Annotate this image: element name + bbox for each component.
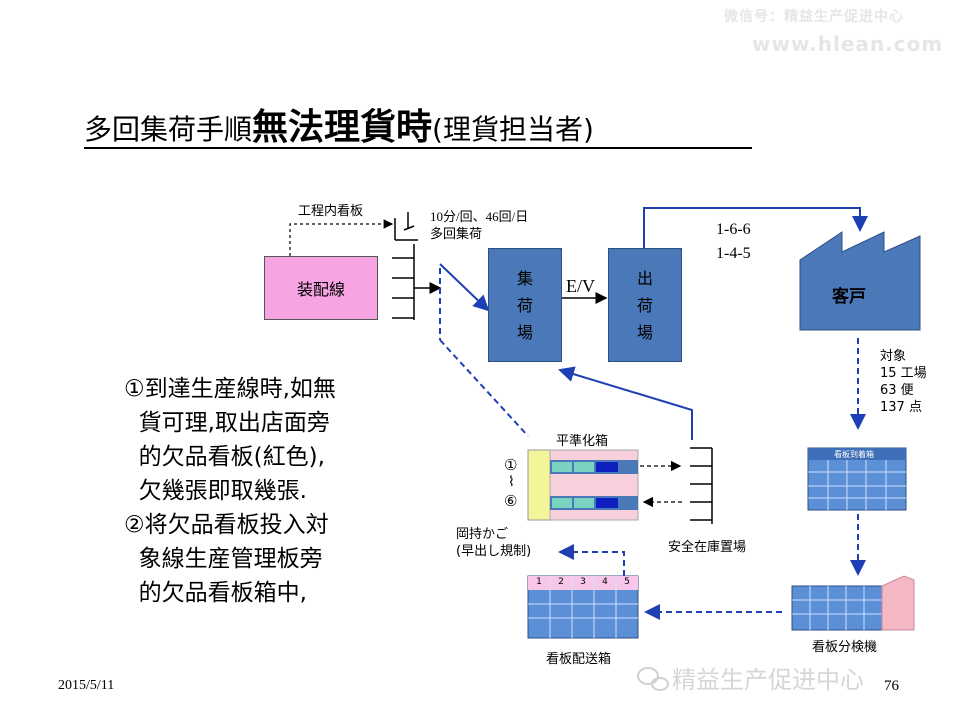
kanban-delivery-box-grid xyxy=(527,575,639,639)
safety-to-collection-arrow xyxy=(558,366,693,440)
note-line: 的欠品看板(紅色), xyxy=(124,444,325,470)
watermark-url: www.hlean.com xyxy=(752,32,944,56)
line-shelf-icon xyxy=(392,244,415,320)
customer-label: 客戸 xyxy=(832,287,866,307)
kanban-arrival-box-grid xyxy=(807,447,907,511)
route-codes: 1-6-6 1-4-5 xyxy=(716,221,751,262)
footer-date: 2015/5/11 xyxy=(58,678,115,693)
range-top-label: ① xyxy=(504,456,518,474)
arrival-box-label: 看板到着箱 xyxy=(834,450,874,459)
watermark-wechat: 微信号：精益生产促进中心 xyxy=(724,9,904,25)
range-bottom-label: ⑥ xyxy=(504,492,518,510)
ev-label: E/V xyxy=(566,276,595,296)
note-line: ①到達生産線時,如無 xyxy=(124,376,336,402)
delivery-col-5: 5 xyxy=(624,577,630,587)
frequency-label: 10分/回、46回/日 多回集荷 xyxy=(430,209,529,241)
delivery-box-label: 看板配送箱 xyxy=(546,652,612,667)
return-dashed-diag xyxy=(439,339,529,437)
collection-area-box: 集 荷 場 xyxy=(488,248,562,362)
title-part1: 多回集荷手順 xyxy=(84,113,253,146)
kanban-dashed-link xyxy=(289,219,394,256)
target-info: 対象 15 工場 63 便 137 点 xyxy=(880,349,927,415)
kanban-label: 工程内看板 xyxy=(298,204,364,219)
safety-stock-label: 安全在庫置場 xyxy=(668,540,747,555)
watermark-bottom: 精益生产促进中心 xyxy=(672,666,864,694)
kanban-sorter-machine xyxy=(791,575,915,631)
sorter-label: 看板分検機 xyxy=(812,640,878,655)
pickup-arrow xyxy=(439,263,490,312)
procedure-notes: ①到達生産線時,如無 貨可理,取出店面旁 的欠品看板(紅色), 欠幾張即取幾張.… xyxy=(124,372,336,610)
safety-stock-shelf-icon xyxy=(690,447,713,524)
shipping-area-box: 出 荷 場 xyxy=(608,248,682,362)
delivery-box-header: 1 2 3 4 5 xyxy=(528,577,638,587)
delivery-col-3: 3 xyxy=(580,577,586,587)
title-underline xyxy=(84,147,752,149)
title-part3: (理貨担当者) xyxy=(432,113,594,146)
note-line: 欠幾張即取幾張. xyxy=(124,478,307,504)
assembly-line-box: 装配線 xyxy=(264,256,378,320)
factory-icon xyxy=(799,231,921,331)
title-part2: 無法理貨時 xyxy=(252,107,433,148)
leveling-box xyxy=(527,449,639,521)
delivery-col-4: 4 xyxy=(602,577,608,587)
page-number: 76 xyxy=(884,678,899,694)
page-title: 多回集荷手順無法理貨時(理貨担当者) xyxy=(84,98,594,150)
delivery-col-2: 2 xyxy=(558,577,564,587)
note-line: 的欠品看板箱中, xyxy=(124,580,307,606)
carrier-label: 岡持かご (早出し規制) xyxy=(456,527,532,559)
note-line: 象線生産管理板旁 xyxy=(124,546,323,572)
delivery-route-arrow xyxy=(643,207,868,248)
kanban-post-icon xyxy=(394,212,418,241)
delivery-dashed-arrow xyxy=(558,544,625,576)
note-line: 貨可理,取出店面旁 xyxy=(124,410,330,436)
note-line: ②将欠品看板投入対 xyxy=(124,512,329,538)
wechat-icon xyxy=(637,667,669,691)
delivery-col-1: 1 xyxy=(536,577,542,587)
leveling-box-label: 平準化箱 xyxy=(556,434,609,449)
range-separator: ⌇ xyxy=(508,474,515,490)
